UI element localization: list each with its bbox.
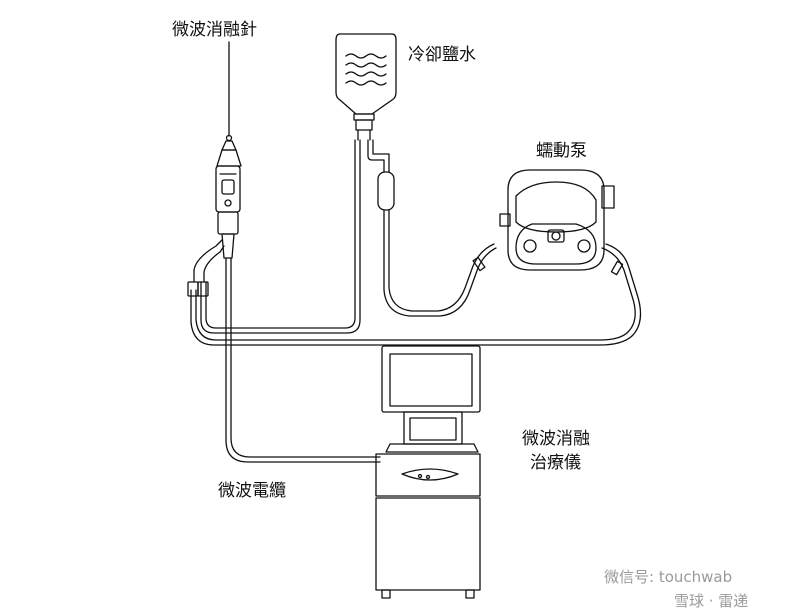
saline-label: 冷卻鹽水 [408, 45, 476, 65]
machine-label-line1: 微波消融 [522, 429, 590, 449]
peristaltic-pump [499, 169, 615, 271]
microwave-cable [225, 257, 381, 463]
cable-label: 微波電纜 [218, 481, 286, 501]
ablation-needle [215, 41, 242, 259]
wechat-watermark: 微信号: touchwab [604, 568, 733, 586]
site-watermark: 雪球 · 雷递 [674, 592, 749, 610]
machine-label-line2: 治療儀 [530, 453, 581, 473]
needle-label: 微波消融針 [172, 20, 257, 40]
pump-label: 蠕動泵 [536, 141, 587, 161]
drip-chamber [377, 171, 395, 211]
saline-tubing [187, 139, 642, 346]
saline-bag [335, 33, 397, 141]
treatment-machine [375, 345, 481, 599]
